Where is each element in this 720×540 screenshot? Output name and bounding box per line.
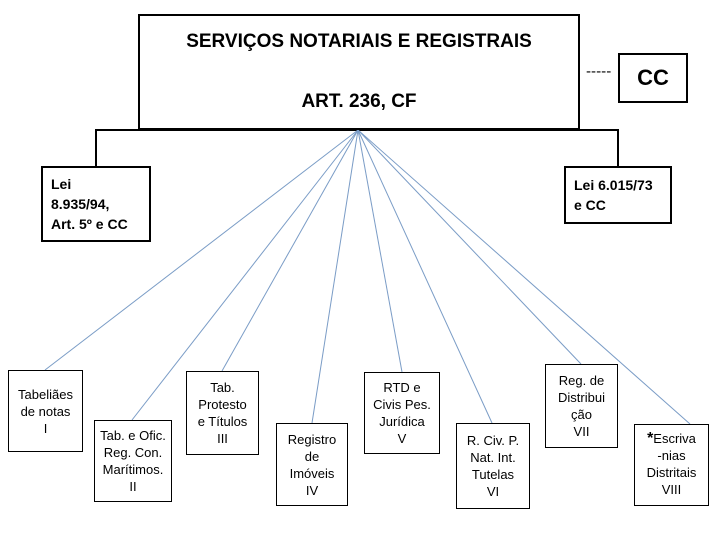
leaf-rtd: RTD e Civis Pes. Jurídica V — [364, 372, 440, 454]
fan-line-2 — [131, 129, 359, 421]
leaf-r-civ: R. Civ. P. Nat. Int. Tutelas VI — [456, 423, 530, 509]
leaf-escrivanias-label: Escriva -nias Distritais VIII — [646, 431, 697, 497]
leaf-tabeliaes: Tabeliães de notas I — [8, 370, 83, 452]
fan-line-7 — [357, 129, 582, 365]
leaf-tab-protesto: Tab. Protesto e Títulos III — [186, 371, 259, 455]
fan-line-1 — [44, 129, 359, 371]
fan-line-4 — [311, 129, 359, 424]
leaf-tab-ofic: Tab. e Ofic. Reg. Con. Marítimos. II — [94, 420, 172, 502]
main-title: SERVIÇOS NOTARIAIS E REGISTRAIS — [186, 31, 532, 52]
fan-line-3 — [221, 129, 359, 372]
law-left-box: Lei 8.935/94, Art. 5º e CC — [41, 166, 151, 242]
main-title-box: SERVIÇOS NOTARIAIS E REGISTRAIS ART. 236… — [138, 14, 580, 130]
cc-box: CC — [618, 53, 688, 103]
fan-line-6 — [357, 129, 493, 424]
main-subtitle: ART. 236, CF — [301, 91, 417, 112]
asterisk-mark: * — [647, 430, 654, 447]
law-right-box: Lei 6.015/73 e CC — [564, 166, 672, 224]
dashed-connector: ----- — [586, 64, 612, 80]
leaf-registro-imoveis: Registro de Imóveis IV — [276, 423, 348, 506]
bracket-connector — [95, 129, 619, 166]
fan-line-5 — [357, 129, 403, 373]
leaf-reg-distribuicao: Reg. de Distribui ção VII — [545, 364, 618, 448]
leaf-escrivanias: *Escriva -nias Distritais VIII — [634, 424, 709, 506]
fan-line-8 — [357, 129, 691, 425]
